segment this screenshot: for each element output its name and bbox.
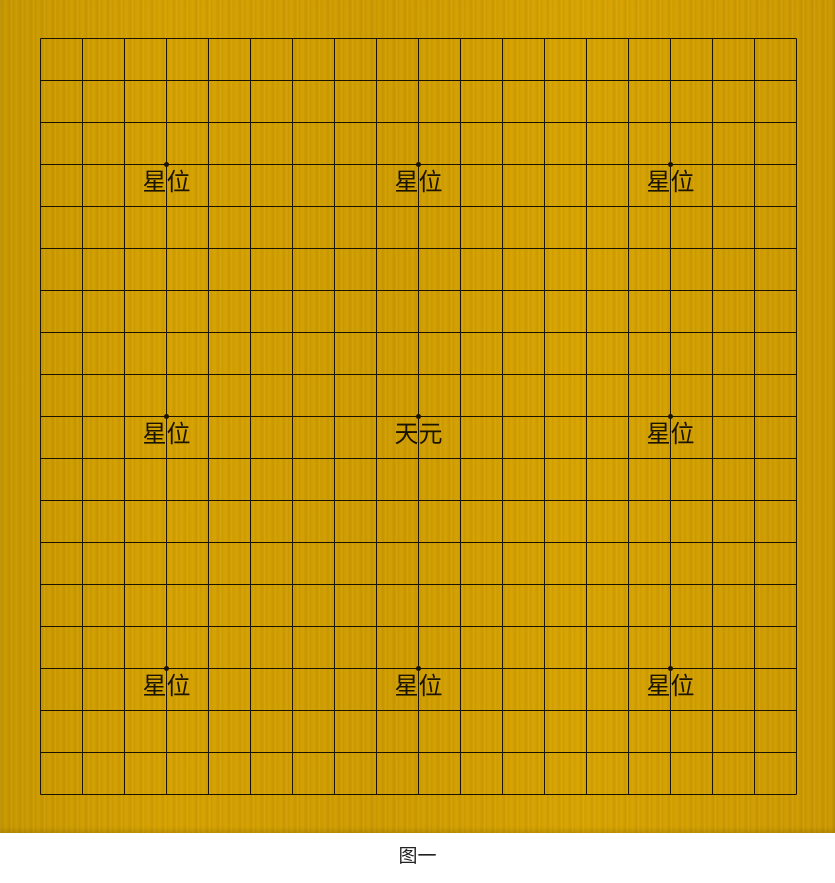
star-point xyxy=(164,666,169,671)
star-point xyxy=(164,414,169,419)
star-point-label: 星位 xyxy=(142,671,191,700)
star-point xyxy=(164,162,169,167)
star-point-label: 星位 xyxy=(646,671,695,700)
star-point xyxy=(668,666,673,671)
star-point-label: 星位 xyxy=(142,419,191,448)
star-point xyxy=(416,666,421,671)
tengen-label: 天元 xyxy=(394,419,443,448)
star-point-label: 星位 xyxy=(142,167,191,196)
star-point xyxy=(668,414,673,419)
figure-caption: 图一 xyxy=(398,845,437,867)
star-point-label: 星位 xyxy=(646,167,695,196)
star-point-label: 星位 xyxy=(394,167,443,196)
go-board[interactable] xyxy=(0,0,835,833)
star-point-label: 星位 xyxy=(646,419,695,448)
board-grid[interactable] xyxy=(0,0,835,833)
tengen-point xyxy=(416,414,421,419)
star-point xyxy=(416,162,421,167)
star-point-label: 星位 xyxy=(394,671,443,700)
star-point xyxy=(668,162,673,167)
